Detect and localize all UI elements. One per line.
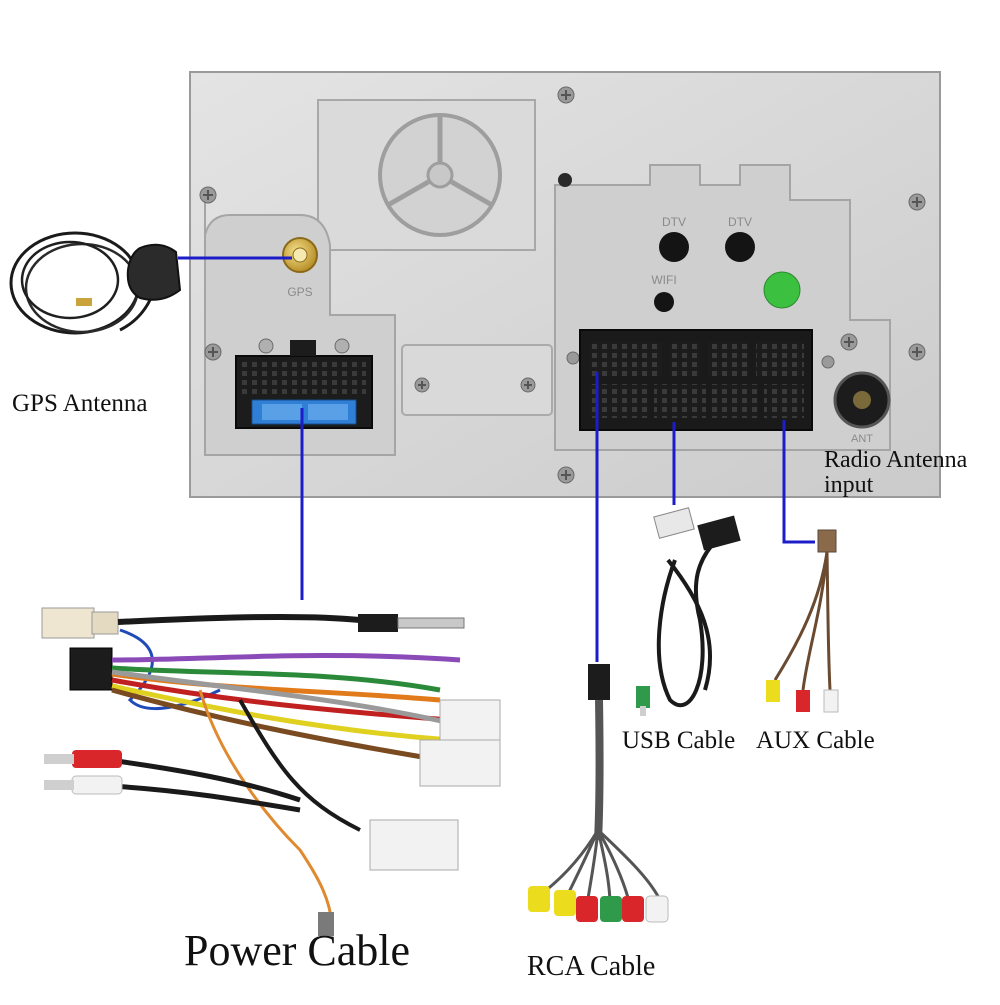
power-socket — [235, 338, 373, 429]
screw-icon — [414, 377, 430, 393]
dtv-wifi-ports: DTV DTV WIFI — [651, 215, 801, 312]
dtv-right-marking: DTV — [728, 215, 752, 229]
gps-connector: GPS — [282, 237, 318, 299]
mount-hole — [558, 173, 572, 187]
gps-marking: GPS — [287, 285, 312, 299]
rca-green-plug — [600, 896, 622, 922]
radio-antenna-socket: ANT — [833, 371, 891, 445]
rca-white-plug — [645, 895, 669, 923]
screw-icon — [566, 351, 580, 365]
rca-cable-label: RCA Cable — [527, 951, 656, 982]
radio-antenna-label-line2: input — [824, 472, 874, 498]
power-cable-label: Power Cable — [184, 926, 411, 975]
usb-cable-label: USB Cable — [622, 727, 736, 754]
screw-icon — [840, 333, 858, 351]
rca-red-plug — [576, 896, 598, 922]
screw-icon — [204, 343, 222, 361]
multi-connector-block — [579, 329, 813, 431]
radio-antenna-label: Radio Antenna input — [824, 448, 1000, 498]
usb-cable — [636, 507, 741, 716]
gps-antenna — [9, 231, 182, 335]
panel-screws — [199, 86, 926, 484]
screw-icon — [557, 466, 575, 484]
rca-yellow-plug — [528, 886, 550, 912]
wifi-marking: WIFI — [651, 273, 676, 287]
rca-yellow-plug — [554, 890, 576, 916]
rca-cable — [528, 664, 669, 923]
leader-line-aux — [782, 420, 815, 544]
screw-icon — [821, 355, 835, 369]
screw-icon — [520, 377, 536, 393]
power-cable-harness — [41, 607, 501, 936]
dtv-left-marking: DTV — [662, 215, 686, 229]
aux-cable-label: AUX Cable — [756, 727, 875, 754]
green-sticker — [763, 271, 801, 309]
leader-lines — [178, 256, 815, 662]
embossed-plate — [401, 344, 553, 416]
aux-cable — [766, 529, 839, 713]
screw-icon — [557, 86, 575, 104]
screw-icon — [199, 186, 217, 204]
screw-icon — [908, 193, 926, 211]
fan-grille — [378, 113, 502, 237]
screw-icon — [908, 343, 926, 361]
ant-marking: ANT — [851, 433, 873, 445]
gps-antenna-label: GPS Antenna — [12, 390, 148, 417]
rca-red-plug — [622, 896, 644, 922]
gps-puck — [126, 243, 182, 301]
radio-antenna-label-line1: Radio Antenna — [824, 447, 968, 473]
